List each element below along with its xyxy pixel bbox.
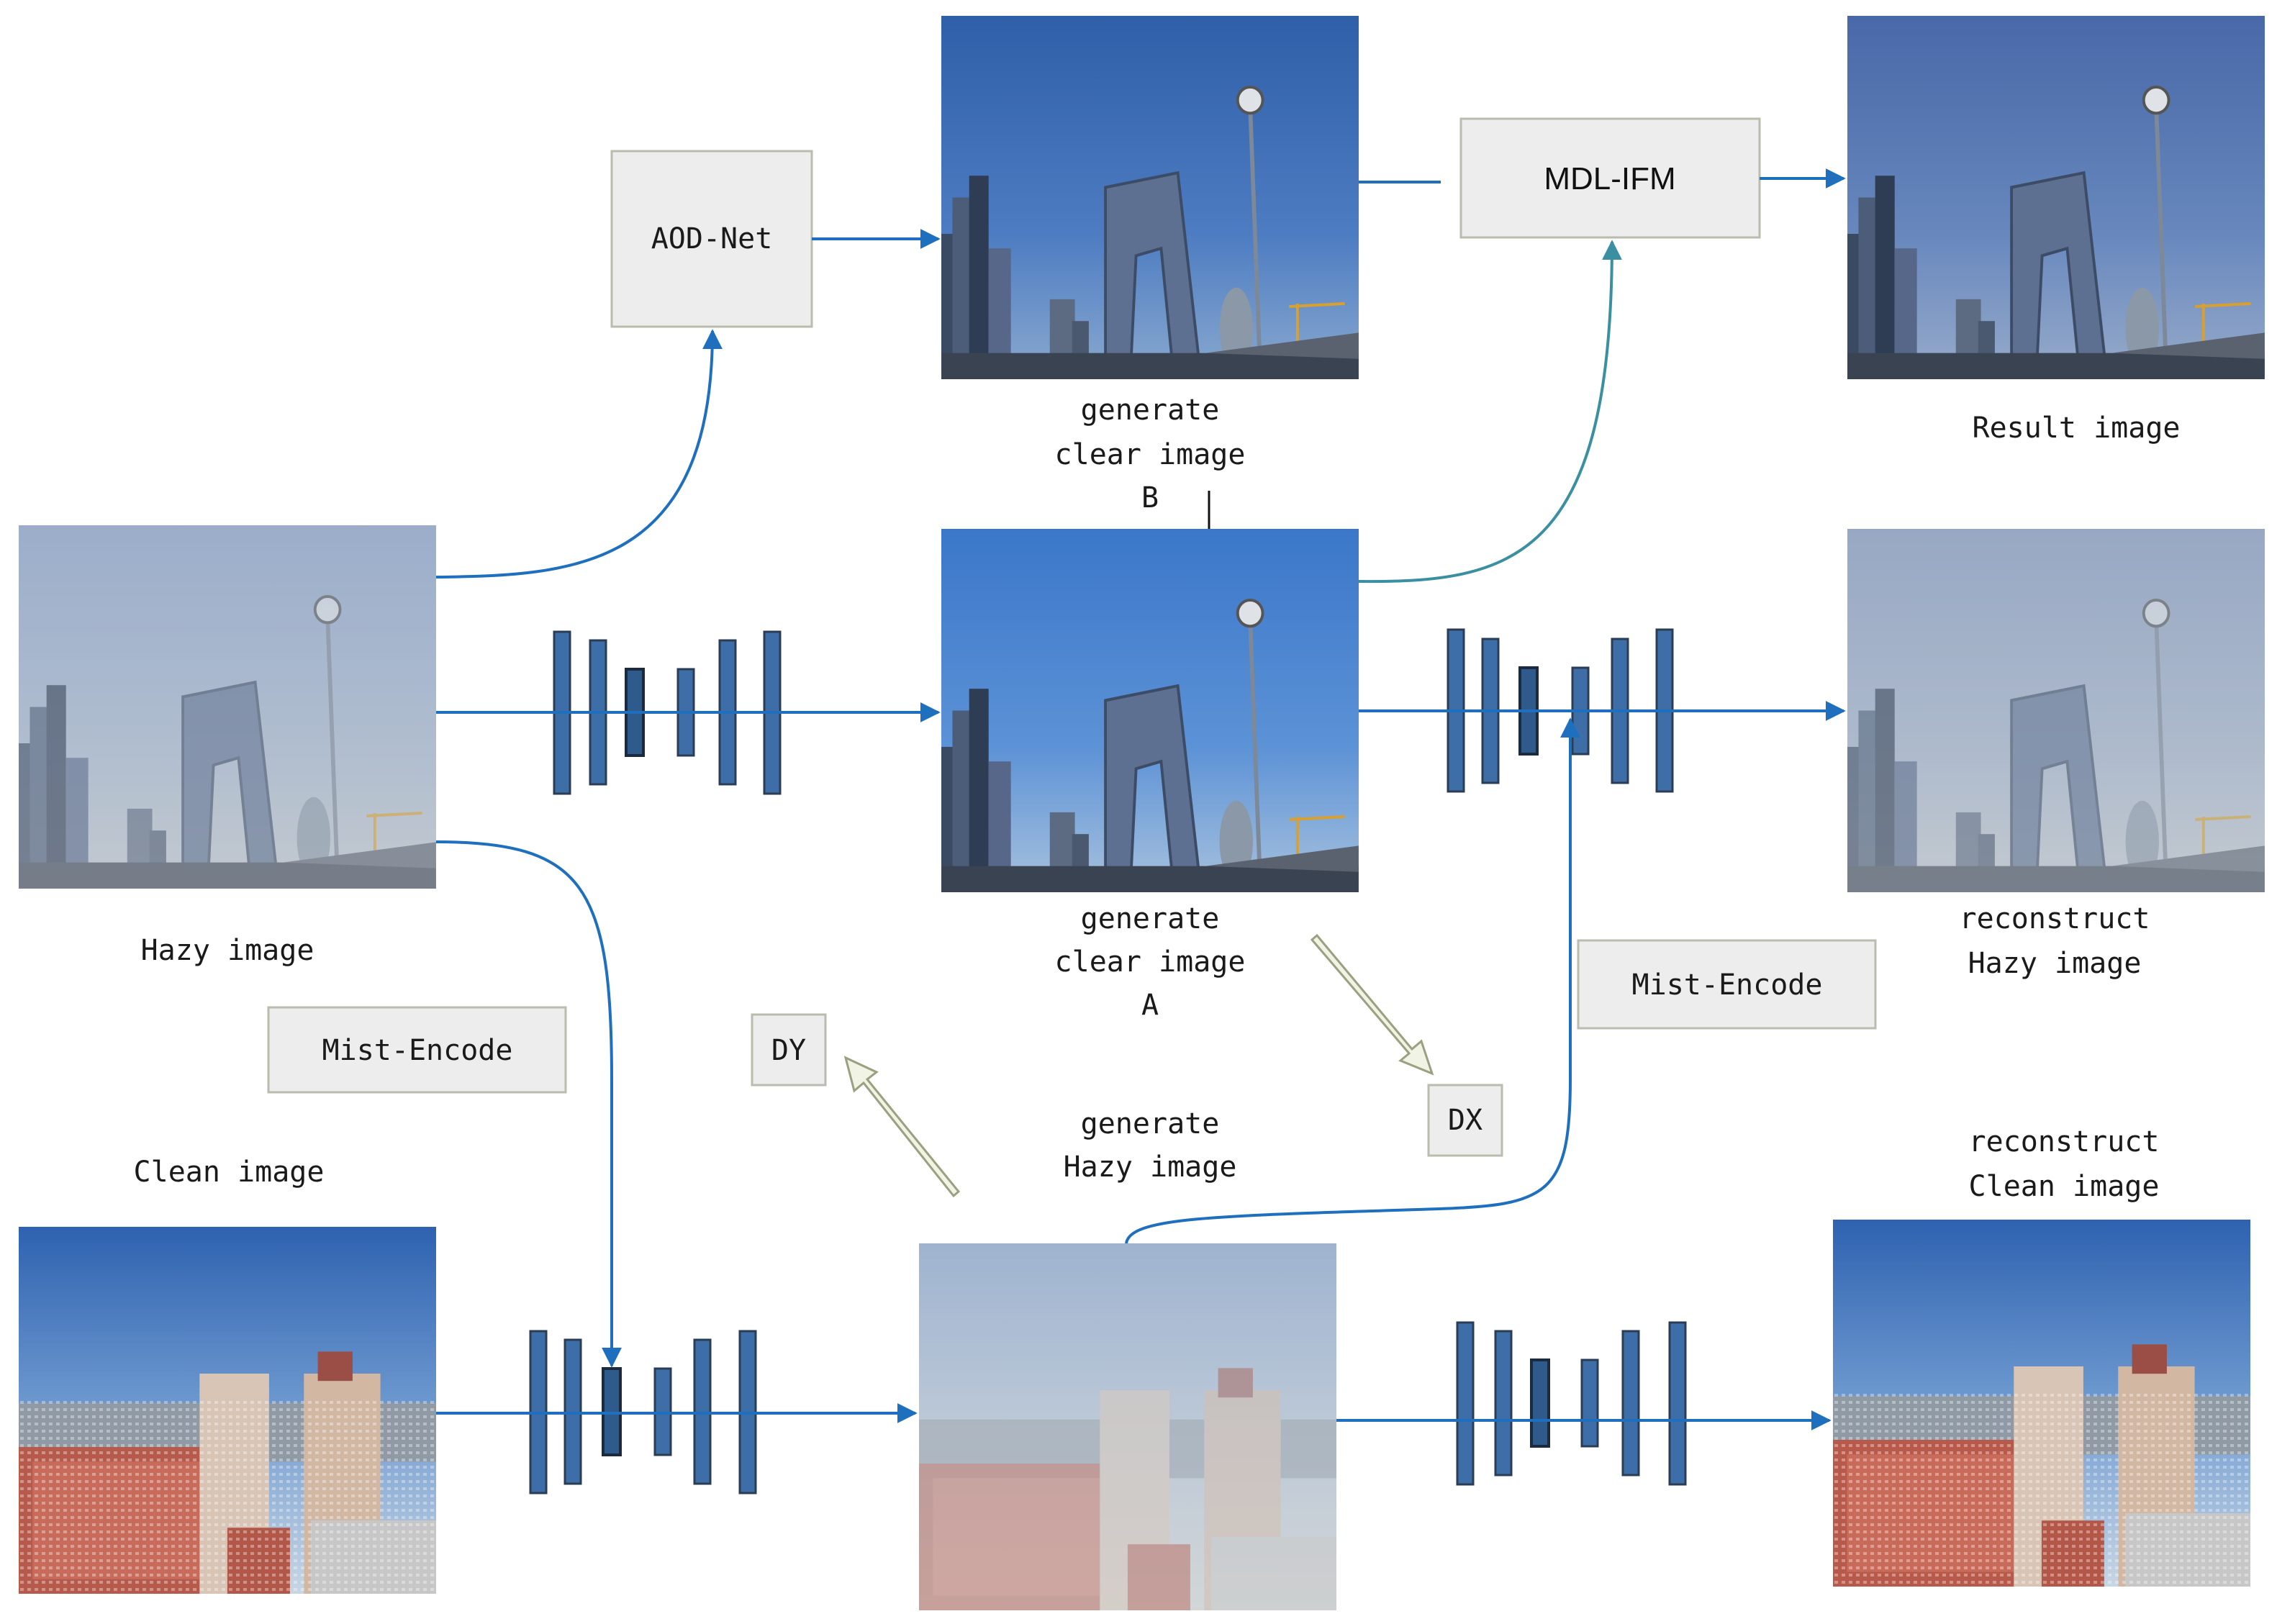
label-line: B [1141, 481, 1159, 514]
mist-encode-box-right: Mist-Encode [1577, 939, 1877, 1030]
edge-hazy-to-aod-net [435, 329, 723, 579]
clear-a-label: generate clear image A [1055, 902, 1246, 1022]
aod-net-box: AOD-Net [610, 150, 813, 328]
generate-hazy-label: generate Hazy image [1064, 1107, 1237, 1184]
mdl-ifm-box: MDL-IFM [1459, 117, 1761, 239]
mist-encode-box-left: Mist-Encode [267, 1006, 567, 1094]
dy-box: DY [751, 1013, 827, 1087]
label-line: reconstruct [1960, 902, 2150, 935]
label-line: generate [1081, 902, 1220, 935]
label-line: clear image [1055, 438, 1246, 471]
mdl-ifm-label: MDL-IFM [1544, 161, 1675, 196]
label-line: generate [1081, 1107, 1220, 1140]
hollow-arrow-to-dx [1310, 933, 1434, 1076]
edge-clear-a-to-mdl-ifm [1358, 240, 1622, 584]
dy-label: DY [771, 1034, 806, 1067]
generated-hazy-image [919, 1243, 1336, 1610]
hazy-image-label: Hazy image [141, 934, 314, 967]
reconstruct-clean-label: reconstruct Clean image [1969, 1125, 2160, 1203]
clean-image [19, 1227, 436, 1594]
reconstructed-hazy-image [1847, 529, 2265, 892]
clear-b-label: generate clear image B [1055, 394, 1246, 514]
label-line: clear image [1055, 945, 1246, 979]
encoder-decoder-bottom-right [1456, 1321, 1687, 1486]
label-line: Hazy image [1968, 947, 2142, 980]
aod-net-label: AOD-Net [651, 222, 773, 255]
generated-clear-image-b [941, 16, 1359, 379]
label-line: A [1141, 989, 1159, 1022]
result-image-label: Result image [1973, 412, 2181, 445]
mist-encode-left-label: Mist-Encode [322, 1034, 513, 1067]
clean-image-label: Clean image [134, 1156, 325, 1189]
reconstruct-hazy-label: reconstruct Hazy image [1960, 902, 2150, 980]
edge-hazy-to-mist-encode [435, 840, 622, 1368]
dx-box: DX [1427, 1084, 1503, 1157]
mist-encode-right-label: Mist-Encode [1632, 968, 1823, 1002]
label-line: reconstruct [1969, 1125, 2160, 1158]
label-line: generate [1081, 394, 1220, 427]
reconstructed-clean-image [1833, 1220, 2250, 1587]
label-line: Clean image [1969, 1170, 2160, 1203]
dx-label: DX [1448, 1104, 1482, 1137]
edge-generated-hazy-to-mist-encode [1125, 717, 1580, 1244]
generated-clear-image-a [941, 529, 1359, 892]
hollow-arrow-to-dy [843, 1056, 961, 1198]
result-image [1847, 16, 2265, 379]
hazy-image [19, 525, 436, 889]
label-line: Hazy image [1064, 1151, 1237, 1184]
